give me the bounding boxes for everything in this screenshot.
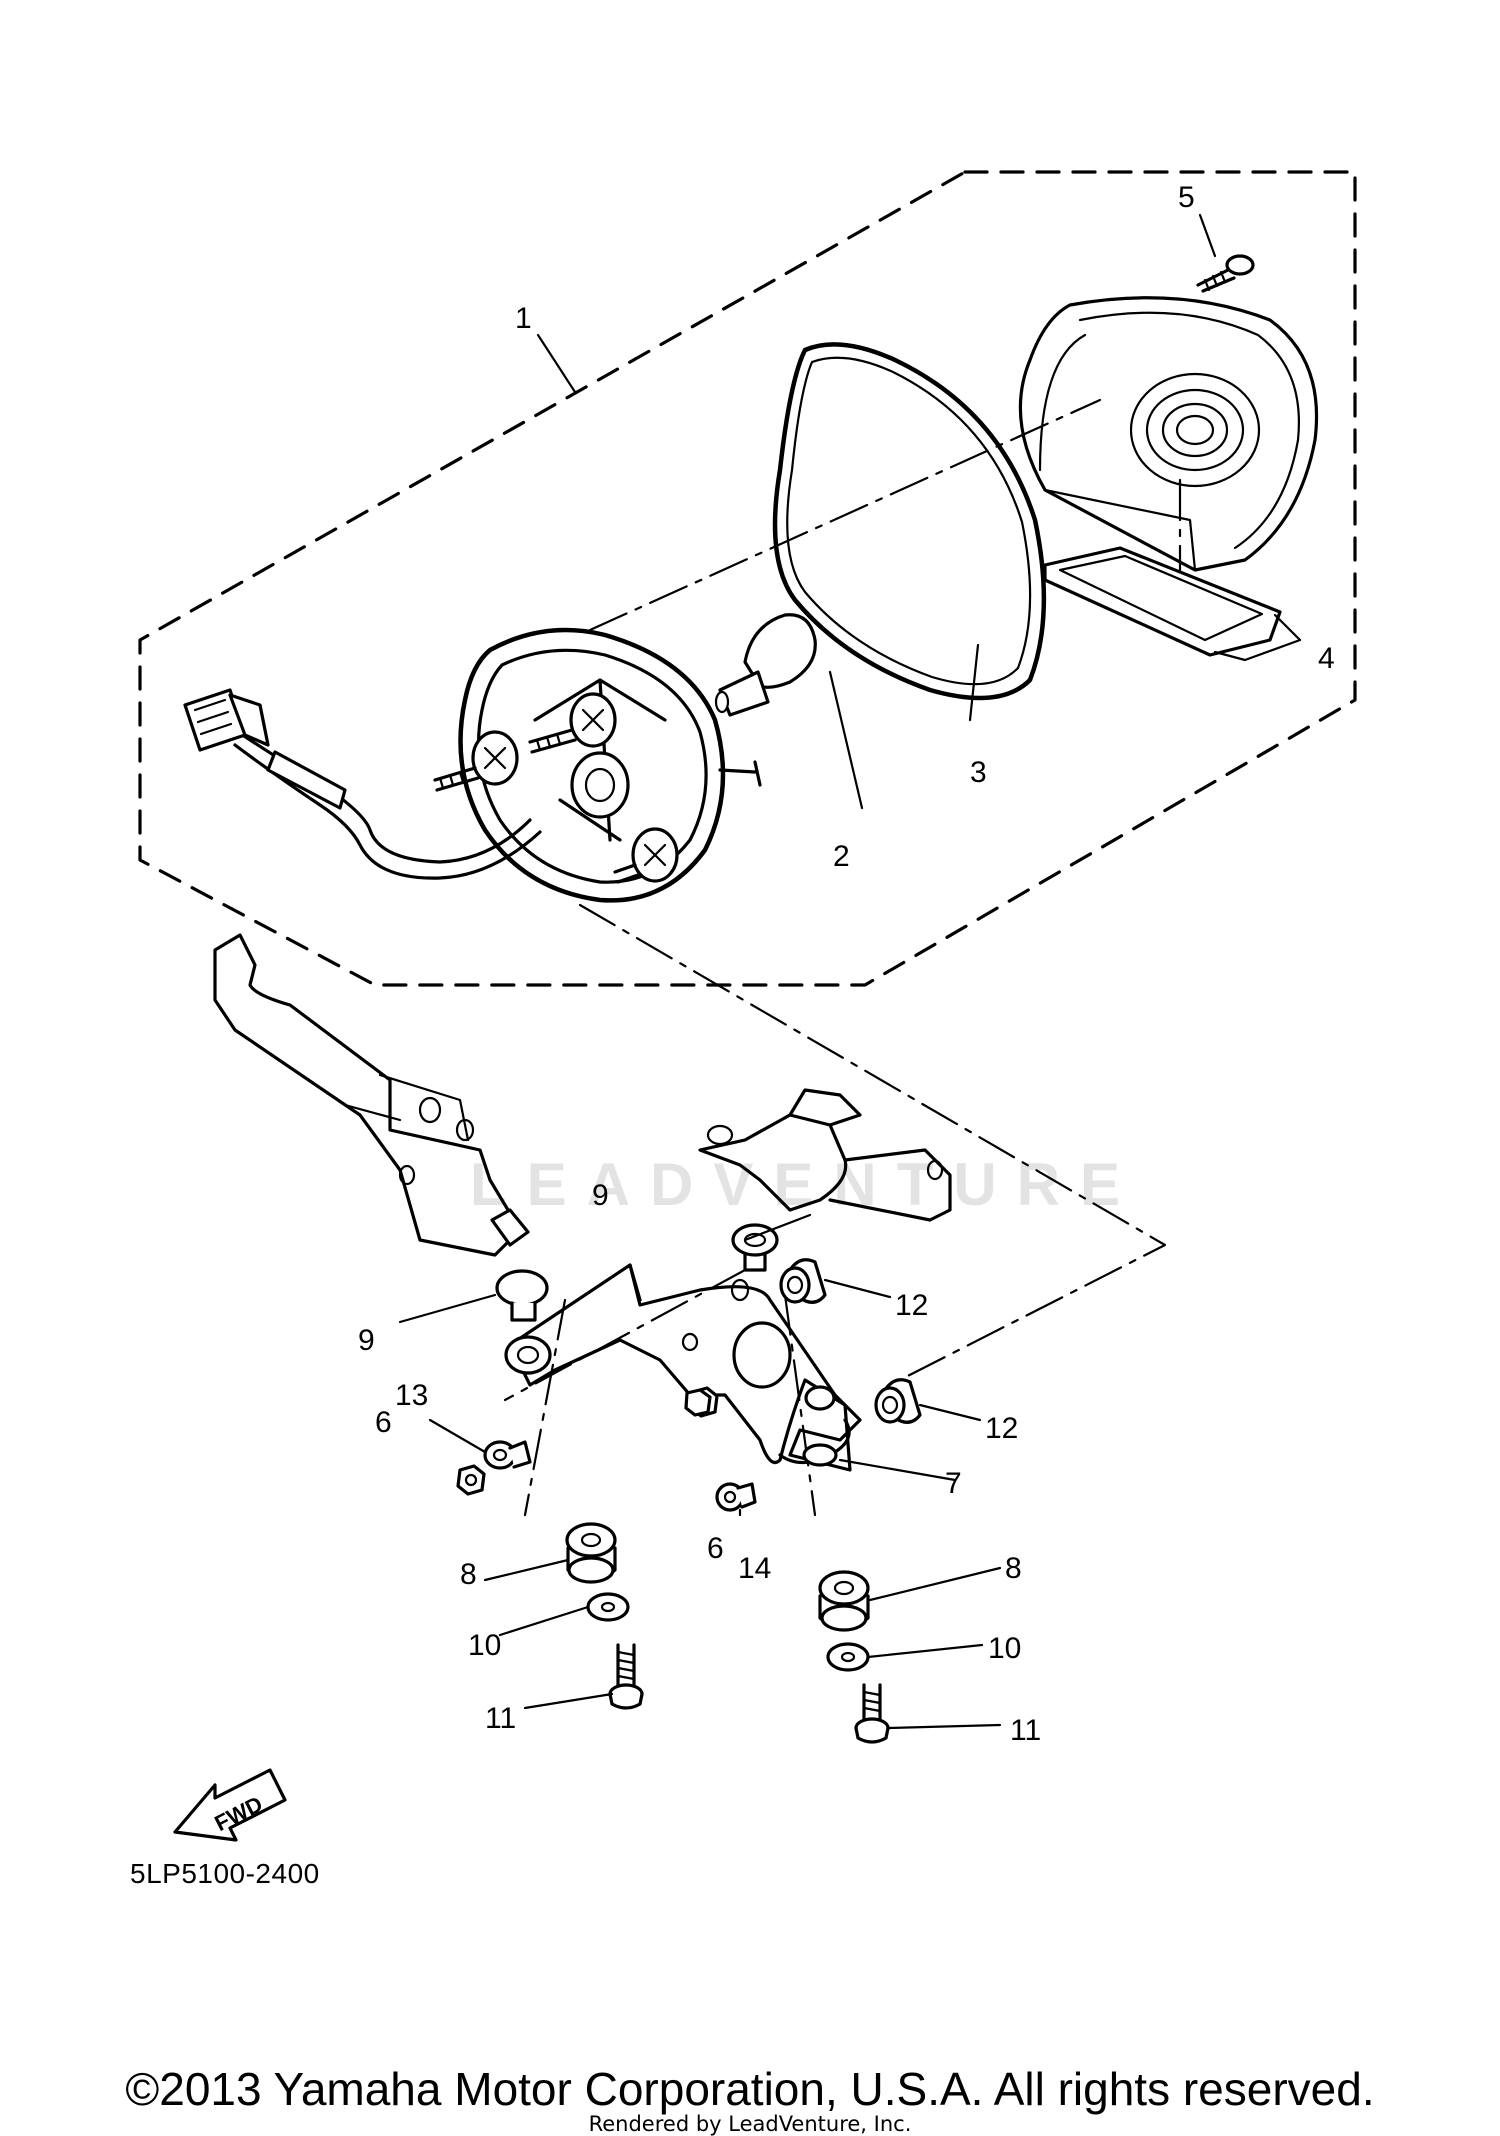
callout-6-left: 6 — [375, 1406, 392, 1439]
fwd-arrow-icon: FWD — [173, 1768, 287, 1842]
nut-right-actual — [684, 1388, 712, 1417]
callout-11-left: 11 — [485, 1702, 516, 1735]
copyright-notice: ©2013 Yamaha Motor Corporation, U.S.A. A… — [125, 2063, 1375, 2115]
collar-lower-part — [874, 1378, 922, 1424]
callout-10-right: 10 — [988, 1632, 1021, 1665]
callout-9-upper: 9 — [592, 1179, 609, 1212]
bracket-part — [504, 1263, 862, 1472]
damper-left-part — [495, 1269, 549, 1322]
washer-left-part — [586, 1592, 630, 1622]
bolt-right-part — [854, 1683, 890, 1744]
lens-screw-part — [1196, 254, 1255, 293]
callout-14: 14 — [738, 1552, 771, 1585]
callout-8-right: 8 — [1005, 1552, 1022, 1585]
assembly-boundary — [138, 170, 1357, 987]
collar-13-part — [483, 1440, 532, 1470]
wire-harness — [183, 688, 542, 880]
callout-9-left: 9 — [358, 1324, 375, 1357]
rendered-by-credit: Rendered by LeadVenture, Inc. — [588, 2112, 912, 2136]
frame-part — [213, 933, 952, 1257]
nut-left-part — [456, 1464, 486, 1496]
callout-7: 7 — [945, 1467, 962, 1500]
collar-14-part — [715, 1482, 757, 1512]
gasket-part — [772, 342, 1047, 701]
callout-5: 5 — [1178, 181, 1195, 214]
damper-upper-right-part — [731, 1223, 779, 1272]
callout-11-right: 11 — [1010, 1714, 1041, 1747]
grommet-right-part — [818, 1570, 870, 1632]
callout-2: 2 — [833, 840, 850, 873]
leader-lines — [398, 213, 1302, 1730]
callout-6-right: 6 — [707, 1532, 724, 1565]
washer-right-part — [826, 1642, 870, 1672]
callout-10-left: 10 — [468, 1629, 501, 1662]
callout-12-upper: 12 — [895, 1289, 928, 1322]
bolt-left-part — [608, 1643, 644, 1710]
lens-part — [1018, 296, 1319, 657]
callout-12-lower: 12 — [985, 1412, 1018, 1445]
callout-13: 13 — [395, 1379, 428, 1412]
collar-upper-part — [779, 1258, 827, 1304]
callout-8-left: 8 — [460, 1558, 477, 1591]
grommet-left-part — [565, 1522, 617, 1584]
callout-1: 1 — [515, 302, 532, 335]
bulb-part — [714, 613, 817, 717]
callout-4: 4 — [1318, 642, 1335, 675]
part-code: 5LP5100-2400 — [130, 1858, 320, 1889]
callout-3: 3 — [970, 756, 987, 789]
housing-part — [433, 627, 762, 903]
